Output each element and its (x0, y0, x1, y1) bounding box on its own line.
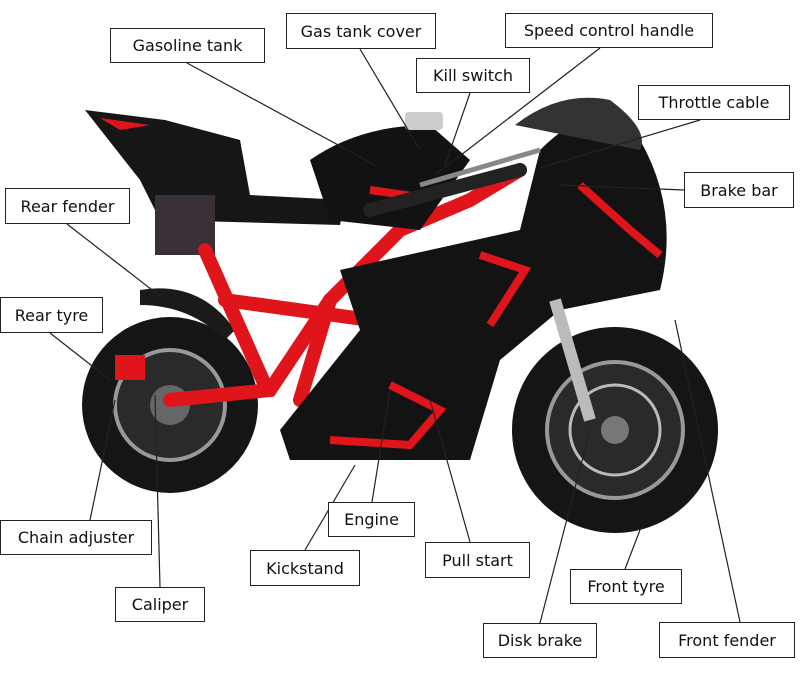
label-brake-bar: Brake bar (684, 172, 794, 208)
seat-shape (85, 110, 345, 225)
label-disk-brake: Disk brake (483, 623, 597, 658)
label-gas-tank-cover: Gas tank cover (286, 13, 436, 49)
label-kill-switch: Kill switch (416, 58, 530, 93)
front-wheel (512, 327, 718, 533)
label-throttle-cable: Throttle cable (638, 85, 790, 120)
label-chain-adjuster: Chain adjuster (0, 520, 152, 555)
leader-lines (49, 47, 741, 624)
label-front-tyre: Front tyre (570, 569, 682, 604)
label-gasoline-tank: Gasoline tank (110, 28, 265, 63)
label-rear-fender: Rear fender (5, 188, 130, 224)
label-front-fender: Front fender (659, 622, 795, 658)
label-engine: Engine (328, 502, 415, 537)
label-kickstand: Kickstand (250, 550, 360, 586)
label-caliper: Caliper (115, 587, 205, 622)
label-rear-tyre: Rear tyre (0, 297, 103, 333)
rear-fender-shape (140, 288, 235, 340)
label-speed-control-handle: Speed control handle (505, 13, 713, 48)
label-pull-start: Pull start (425, 542, 530, 578)
fairing-shape (280, 117, 667, 460)
